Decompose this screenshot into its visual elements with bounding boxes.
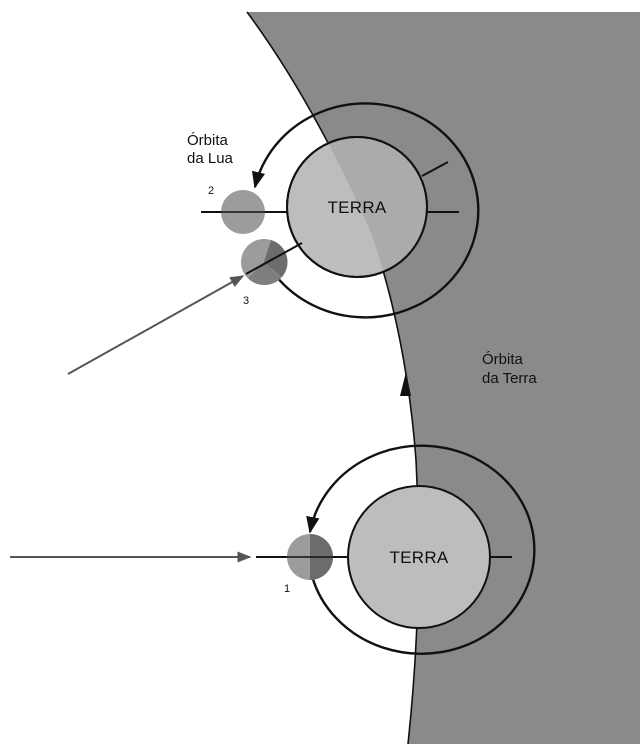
moon-orbit-lower [306, 444, 536, 655]
shadow-region [247, 12, 640, 744]
earth-orbit-label: Órbita da Terra [482, 351, 537, 387]
earth-orbit-direction-arrow-icon [400, 372, 411, 396]
moon-1 [287, 534, 333, 580]
moon-2 [221, 190, 265, 234]
moon-label-3: 3 [243, 295, 249, 307]
earth-top-outline [286, 136, 428, 278]
earth-label-bottom: TERRA [389, 548, 448, 567]
moon-orbit-label: Órbita da Lua [187, 132, 234, 167]
axis-line-top-diagonal-left [245, 242, 303, 275]
axis-line-top-diagonal-right [421, 161, 449, 177]
moon-label-1: 1 [284, 583, 290, 595]
lower-system: TERRA 1 [256, 444, 536, 655]
moon-3 [241, 239, 303, 286]
sunlight-arrow-upper [67, 275, 245, 375]
upper-system: TERRA 2 3 Órbita da Lua [187, 102, 480, 319]
moon-label-2: 2 [208, 185, 214, 197]
moon-orbit-upper [251, 102, 480, 319]
earth-label-top: TERRA [327, 198, 386, 217]
